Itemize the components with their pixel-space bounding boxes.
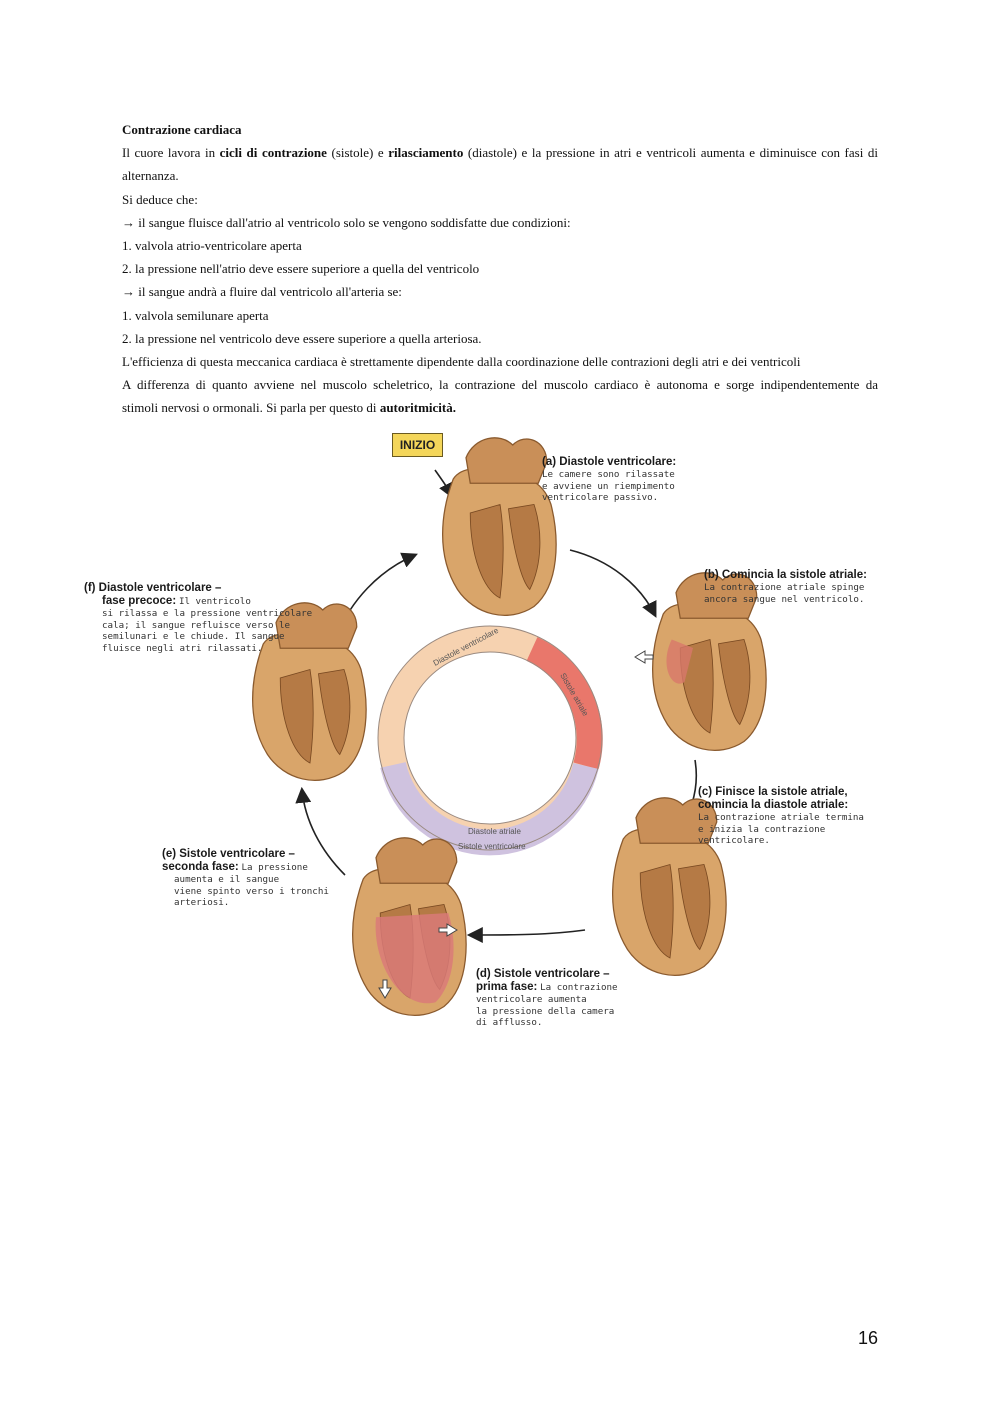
caption-b: (b) Comincia la sistole atriale: La cont… bbox=[704, 569, 867, 605]
caption-d: (d) Sistole ventricolare – prima fase: L… bbox=[476, 968, 618, 1029]
caption-f-line: Il ventricolo bbox=[178, 596, 251, 607]
caption-e: (e) Sistole ventricolare – seconda fase:… bbox=[162, 848, 329, 909]
cardiac-cycle-figure: Diastole ventricolare Sistole atriale Di… bbox=[80, 430, 900, 1040]
caption-a-heading: (a) Diastole ventricolare: bbox=[542, 456, 677, 468]
caption-b-line: ancora sangue nel ventricolo. bbox=[704, 593, 865, 605]
heart-diagram-d bbox=[351, 837, 467, 1016]
start-label: INIZIO bbox=[392, 433, 443, 457]
caption-d-line: ventricolare aumenta bbox=[476, 994, 587, 1005]
caption-c-line: La contrazione atriale termina bbox=[698, 812, 864, 823]
text-span: (sistole) e bbox=[326, 145, 389, 161]
caption-e-heading: (e) Sistole ventricolare – bbox=[162, 848, 295, 860]
caption-e-line: La pressione bbox=[241, 862, 308, 873]
text-span: stimoli nervosi o ormonali. Si parla per… bbox=[122, 400, 380, 416]
caption-e-line: arteriosi. bbox=[174, 897, 230, 909]
ring-segment-sistole-ventricolare bbox=[380, 761, 599, 856]
cardiac-cycle-diagram: Diastole ventricolare Sistole atriale Di… bbox=[251, 437, 767, 1016]
caption-a-line: e avviene un riempimento bbox=[542, 480, 675, 492]
caption-d-line: La contrazione bbox=[540, 982, 618, 993]
text-span: (diastole) e la pressione in atri e vent… bbox=[463, 145, 878, 161]
heart-diagram-b bbox=[651, 572, 767, 751]
paragraph-intro-line2: alternanza. bbox=[122, 168, 179, 184]
line-efficiency: L'efficienza di questa meccanica cardiac… bbox=[122, 354, 801, 370]
line-ventricle-pressure: 2. la pressione nel ventricolo deve esse… bbox=[122, 330, 482, 346]
text-block: Contrazione cardiaca Il cuore lavora in … bbox=[122, 118, 878, 420]
caption-e-heading: seconda fase: bbox=[162, 861, 239, 873]
heart-diagram-a bbox=[441, 437, 557, 616]
caption-e-line: aumenta e il sangue bbox=[174, 874, 280, 885]
caption-f-heading: fase precoce: bbox=[102, 595, 177, 607]
bold-term-relaxation: rilasciamento bbox=[388, 145, 464, 161]
caption-a: (a) Diastole ventricolare: Le camere son… bbox=[542, 456, 676, 504]
page-number: 16 bbox=[857, 1328, 878, 1348]
line-av-valve: 1. valvola atrio-ventricolare aperta bbox=[122, 238, 302, 254]
caption-c-heading: (c) Finisce la sistole atriale, bbox=[698, 786, 848, 798]
bold-term-contraction: cicli di contrazione bbox=[219, 145, 327, 161]
caption-c-line: ventricolare. bbox=[698, 835, 770, 847]
caption-b-line: La contrazione atriale spinge bbox=[704, 582, 865, 593]
caption-a-line: ventricolare passivo. bbox=[542, 492, 659, 504]
line-atrium-pressure: 2. la pressione nell'atrio deve essere s… bbox=[122, 261, 480, 277]
caption-f-line: cala; il sangue refluisce verso le bbox=[102, 619, 291, 631]
caption-b-heading: (b) Comincia la sistole atriale: bbox=[704, 569, 867, 581]
ring-label-diastole-atriale: Diastole atriale bbox=[468, 827, 521, 836]
caption-f-line: fluisce negli atri rilassati. bbox=[102, 642, 263, 654]
caption-a-line: Le camere sono rilassate bbox=[542, 469, 675, 480]
line-deduction: Si deduce che: bbox=[122, 191, 198, 207]
caption-f-line: si rilassa e la pressione ventricolare bbox=[102, 608, 313, 619]
caption-d-line: di afflusso. bbox=[476, 1017, 543, 1029]
caption-f-heading: (f) Diastole ventricolare – bbox=[84, 582, 222, 594]
paragraph-autonomy-line2: stimoli nervosi o ormonali. Si parla per… bbox=[122, 396, 878, 419]
pressure-arrows bbox=[378, 650, 654, 999]
bold-term-autorhythmicity: autoritmicità. bbox=[379, 400, 456, 416]
line-atrium-condition: → il sangue fluisce dall'atrio al ventri… bbox=[122, 214, 571, 230]
caption-d-heading: prima fase: bbox=[476, 981, 538, 993]
caption-c: (c) Finisce la sistole atriale, comincia… bbox=[698, 786, 864, 847]
ring-label-sistole-ventricolare: Sistole ventricolare bbox=[458, 842, 526, 851]
line-semilunar-valve: 1. valvola semilunare aperta bbox=[122, 307, 269, 323]
caption-d-heading: (d) Sistole ventricolare – bbox=[476, 968, 610, 980]
paragraph-intro-line1: Il cuore lavora in cicli di contrazione … bbox=[122, 141, 878, 164]
cycle-ring: Diastole ventricolare Sistole atriale Di… bbox=[377, 625, 603, 856]
caption-e-line: viene spinto verso i tronchi bbox=[174, 885, 329, 897]
line-artery-condition: → il sangue andrà a fluire dal ventricol… bbox=[122, 284, 402, 300]
text-span: Il cuore lavora in bbox=[122, 145, 220, 161]
caption-c-heading: comincia la diastole atriale: bbox=[698, 799, 849, 811]
section-title: Contrazione cardiaca bbox=[122, 122, 242, 137]
paragraph-autonomy-line1: A differenza di quanto avviene nel musco… bbox=[122, 377, 878, 393]
ring-segment-sistole-atriale bbox=[526, 637, 603, 770]
caption-f-line: semilunari e le chiude. Il sangue bbox=[102, 631, 285, 643]
caption-f: (f) Diastole ventricolare – fase precoce… bbox=[84, 582, 312, 654]
caption-d-line: la pressione della camera bbox=[476, 1005, 615, 1017]
caption-c-line: e inizia la contrazione bbox=[698, 823, 826, 835]
